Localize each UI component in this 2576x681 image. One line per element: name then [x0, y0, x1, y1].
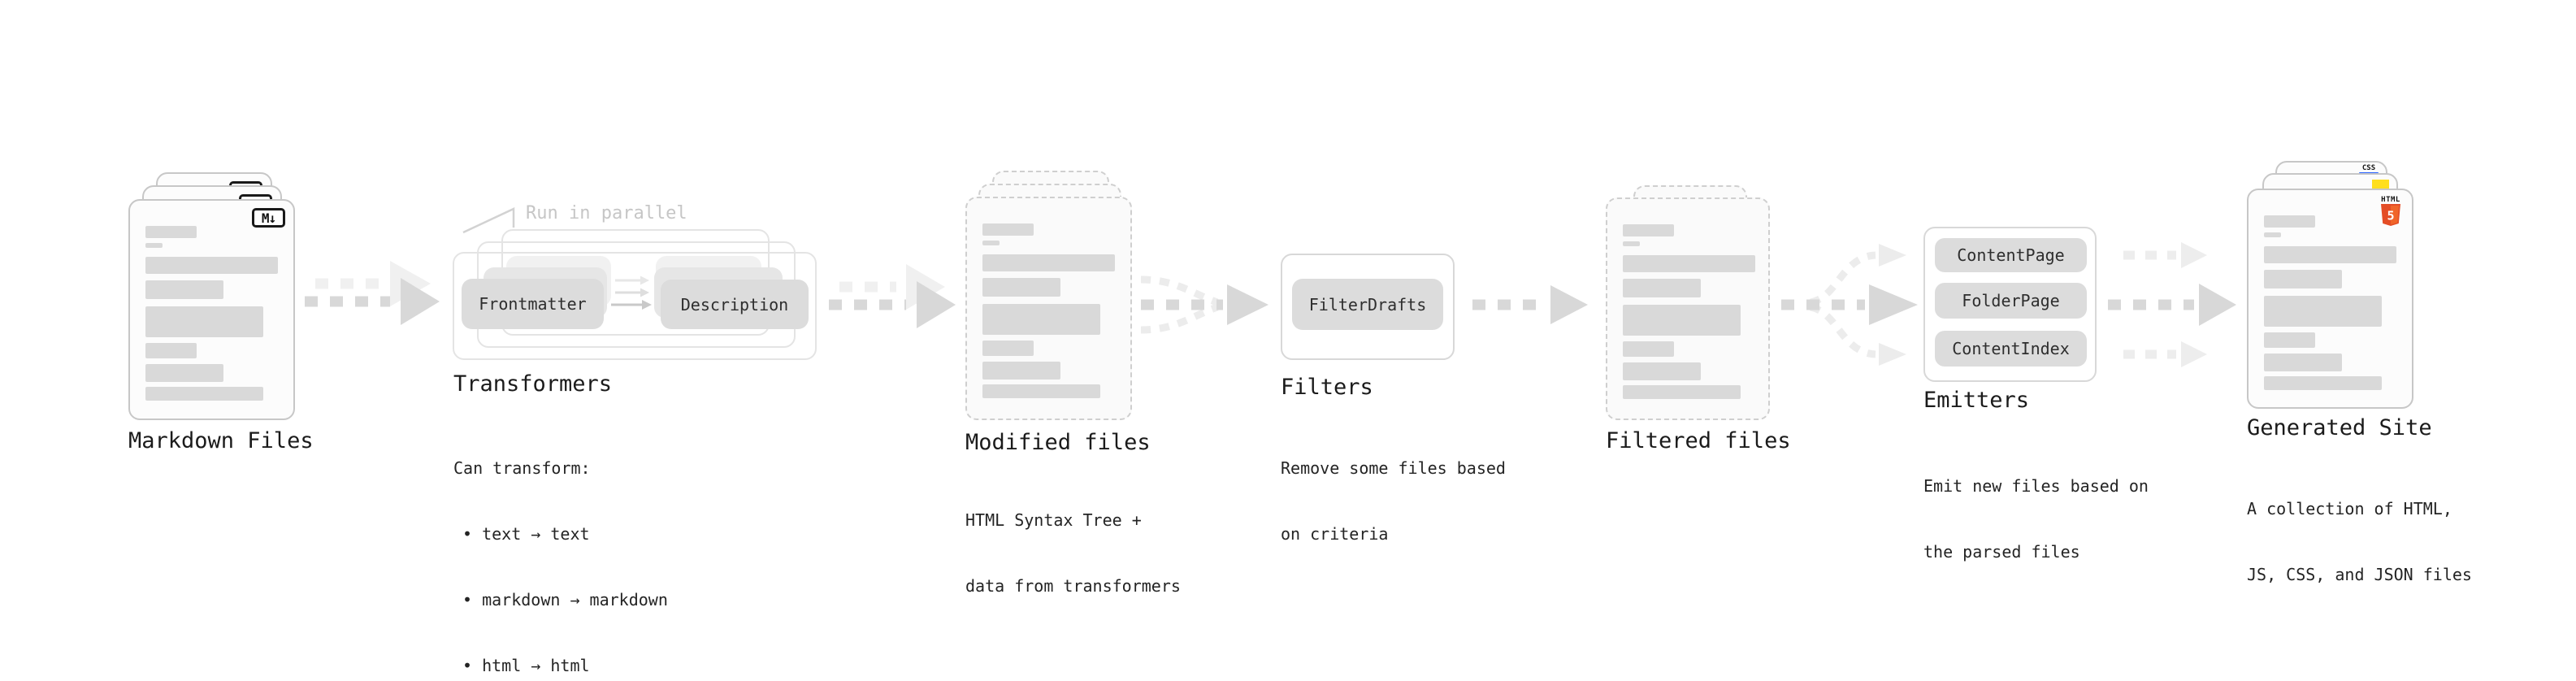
filtered-files-title: Filtered files — [1606, 428, 1791, 453]
text-line-placeholder — [145, 280, 223, 299]
text-line-placeholder — [2264, 296, 2382, 327]
generated-file-card-front: HTML 5 — [2247, 189, 2413, 409]
arrow-modified-to-filters — [1140, 275, 1268, 334]
arrow-filtered-to-emitters — [1781, 244, 1918, 366]
text-line-placeholder — [982, 362, 1060, 380]
description-line: the parsed files — [1923, 542, 2080, 562]
arrow-transformers-to-modified — [829, 264, 956, 328]
transformer-description-chip: Description — [661, 280, 809, 329]
text-line-placeholder — [982, 241, 1000, 245]
js-icon — [2372, 180, 2389, 189]
text-line-placeholder — [2264, 246, 2396, 263]
text-line-placeholder — [145, 364, 223, 382]
description-line: JS, CSS, and JSON files — [2247, 565, 2472, 584]
generated-site-title: Generated Site — [2247, 415, 2432, 440]
filter-drafts-chip: FilterDrafts — [1292, 279, 1443, 330]
description-line: Can transform: — [453, 458, 591, 478]
text-line-placeholder — [1623, 279, 1701, 297]
text-line-placeholder — [145, 257, 278, 274]
description-line: • html → html — [462, 656, 590, 675]
emitters-title: Emitters — [1923, 388, 2030, 413]
text-line-placeholder — [2264, 215, 2315, 228]
description-line: A collection of HTML, — [2247, 499, 2452, 518]
description-line: on criteria — [1281, 524, 1389, 544]
transformer-frontmatter-chip: Frontmatter — [462, 279, 604, 329]
text-line-placeholder — [1623, 362, 1701, 380]
description-line: data from transformers — [965, 576, 1181, 596]
description-line: Remove some files based — [1281, 458, 1506, 478]
emitter-content-page-chip: ContentPage — [1935, 238, 2087, 272]
text-line-placeholder — [1623, 255, 1755, 272]
generated-site-description: A collection of HTML, JS, CSS, and JSON … — [2247, 454, 2472, 630]
text-line-placeholder — [1623, 305, 1741, 336]
html5-icon: HTML 5 — [2380, 196, 2401, 229]
text-line-placeholder — [145, 387, 263, 401]
description-line: • markdown → markdown — [462, 590, 668, 609]
text-line-placeholder — [145, 243, 163, 248]
run-in-parallel-annotation: Run in parallel — [526, 203, 687, 223]
modified-files-title: Modified files — [965, 430, 1151, 455]
file-content-lines — [2264, 215, 2396, 390]
css-icon-label: CSS — [2361, 164, 2376, 172]
transformers-description: Can transform: • text → text • markdown … — [453, 414, 668, 681]
text-line-placeholder — [982, 278, 1060, 297]
markdown-file-card-front: M↓ — [128, 199, 295, 420]
text-line-placeholder — [982, 340, 1034, 356]
description-line: Emit new files based on — [1923, 476, 2149, 496]
file-content-lines — [1623, 224, 1755, 399]
filters-title: Filters — [1281, 375, 1373, 400]
text-line-placeholder — [1623, 241, 1640, 246]
description-line: HTML Syntax Tree + — [965, 510, 1142, 530]
markdown-files-title: Markdown Files — [128, 428, 314, 453]
text-line-placeholder — [2264, 354, 2342, 371]
emitter-folder-page-chip: FolderPage — [1935, 283, 2087, 319]
text-line-placeholder — [982, 254, 1115, 271]
html5-shield: 5 — [2381, 204, 2400, 226]
modified-file-card-front — [965, 197, 1132, 420]
text-line-placeholder — [145, 343, 197, 358]
arrow-markdown-to-transformers — [305, 261, 440, 325]
text-line-placeholder — [1623, 385, 1741, 399]
description-line: • text → text — [462, 524, 590, 544]
modified-files-description: HTML Syntax Tree + data from transformer… — [965, 466, 1181, 641]
markdown-icon: M↓ — [252, 208, 285, 228]
file-content-lines — [145, 226, 278, 401]
arrow-emitters-to-generated — [2108, 242, 2236, 367]
transformers-title: Transformers — [453, 371, 613, 397]
text-line-placeholder — [145, 226, 197, 238]
text-line-placeholder — [2264, 270, 2342, 288]
emitters-description: Emit new files based on the parsed files — [1923, 432, 2149, 607]
emitter-content-index-chip: ContentIndex — [1935, 331, 2087, 367]
text-line-placeholder — [2264, 376, 2382, 390]
run-in-parallel-pointer-line — [462, 207, 515, 234]
arrow-filters-to-filtered — [1472, 285, 1588, 324]
text-line-placeholder — [2264, 332, 2315, 348]
html5-icon-label: HTML — [2381, 196, 2400, 204]
transformers-container-front — [453, 252, 817, 360]
text-line-placeholder — [982, 304, 1100, 335]
text-line-placeholder — [982, 384, 1100, 398]
text-line-placeholder — [1623, 224, 1674, 236]
html5-shield-number: 5 — [2387, 209, 2394, 223]
text-line-placeholder — [145, 306, 263, 337]
text-line-placeholder — [1623, 341, 1674, 357]
filters-description: Remove some files based on criteria — [1281, 414, 1506, 589]
text-line-placeholder — [982, 223, 1034, 236]
text-line-placeholder — [2264, 232, 2281, 237]
file-content-lines — [982, 223, 1115, 398]
filtered-file-card-front — [1606, 197, 1770, 420]
